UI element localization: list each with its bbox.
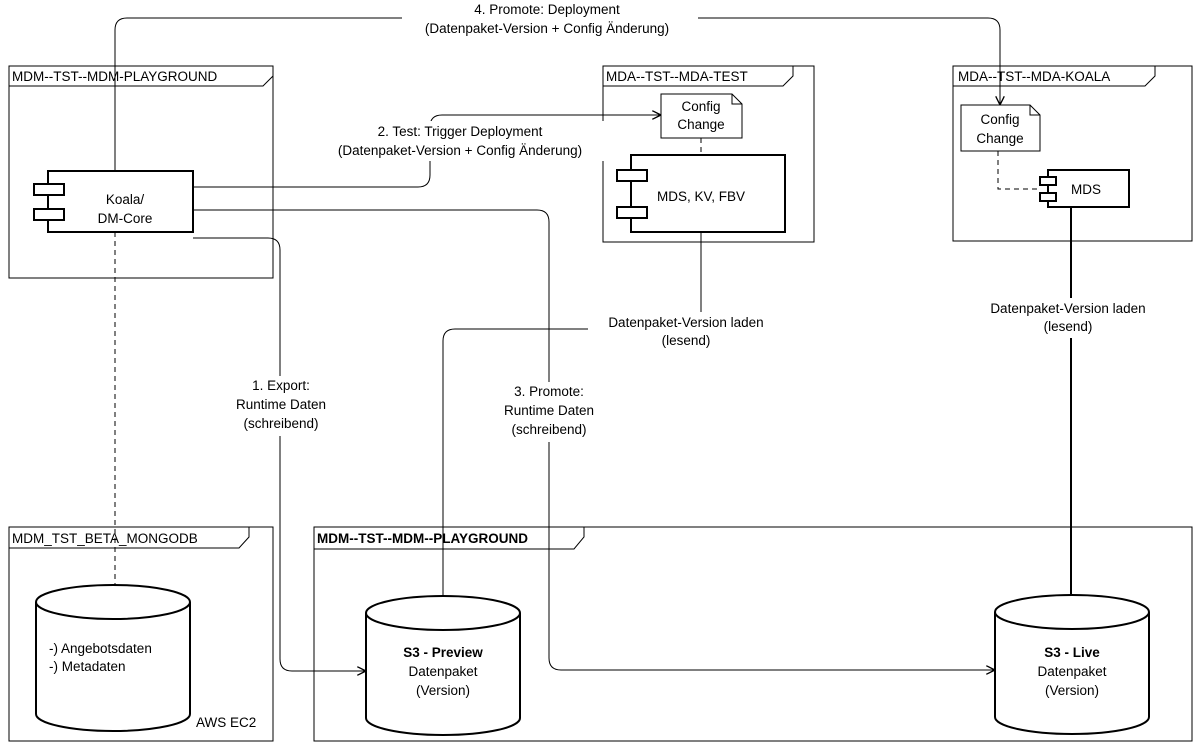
edge-promote-deployment-label-1: 4. Promote: Deployment: [474, 2, 620, 17]
note-config-change-test: Config Change: [660, 93, 743, 155]
edge-export-label-1: 1. Export:: [252, 378, 310, 393]
s3-preview-line-2: (Version): [416, 683, 470, 698]
edge-promote-deployment-label-2: (Datenpaket-Version + Config Änderung): [425, 21, 669, 36]
edge-promote-runtime-label-1: 3. Promote:: [514, 384, 584, 399]
edge-test-trigger-label-1: 2. Test: Trigger Deployment: [378, 124, 543, 139]
component-mds: MDS: [1039, 169, 1130, 208]
component-mds-kv-fbv-label: MDS, KV, FBV: [657, 189, 745, 204]
edge-promote-runtime-label-2: Runtime Daten: [504, 403, 594, 418]
note-config-test-line-1: Config: [681, 99, 720, 114]
component-mds-label: MDS: [1071, 182, 1101, 197]
database-mongodb: -) Angebotsdaten -) Metadaten: [35, 584, 191, 732]
frame-s3-playground-title: MDM--TST--MDM--PLAYGROUND: [317, 531, 528, 546]
component-koala-label-2: DM-Core: [98, 211, 153, 226]
edge-load-koala: Datenpaket-Version laden (lesend): [986, 207, 1156, 612]
edge-promote-deployment: 4. Promote: Deployment (Datenpaket-Versi…: [114, 1, 1000, 171]
s3-preview-line-1: Datenpaket: [408, 664, 477, 679]
edge-promote-runtime-label-3: (schreibend): [511, 422, 586, 437]
s3-live-line-1: Datenpaket: [1037, 664, 1106, 679]
database-s3-preview: S3 - Preview Datenpaket (Version): [365, 595, 521, 736]
edge-load-test: Datenpaket-Version laden (lesend): [443, 232, 782, 613]
frame-mda-koala-title: MDA--TST--MDA-KOALA: [958, 69, 1110, 84]
s3-live-title: S3 - Live: [1044, 645, 1100, 660]
edge-promote-runtime: 3. Promote: Runtime Daten (schreibend): [193, 209, 994, 670]
edge-export-label-3: (schreibend): [243, 416, 318, 431]
component-mds-kv-fbv: MDS, KV, FBV: [616, 154, 786, 233]
component-koala-label-1: Koala/: [106, 192, 145, 207]
edge-load-koala-label-2: (lesend): [1044, 319, 1093, 334]
edge-load-test-label-2: (lesend): [662, 333, 711, 348]
edge-load-test-label-1: Datenpaket-Version laden: [608, 315, 763, 330]
note-config-change-koala: Config Change: [960, 104, 1041, 190]
s3-live-line-2: (Version): [1045, 683, 1099, 698]
note-config-test-line-2: Change: [677, 117, 724, 132]
edge-test-trigger: 2. Test: Trigger Deployment (Datenpaket-…: [193, 115, 660, 188]
edge-load-koala-label-1: Datenpaket-Version laden: [990, 301, 1145, 316]
note-config-koala-line-2: Change: [976, 131, 1023, 146]
frame-mongodb-title: MDM_TST_BETA_MONGODB: [12, 531, 198, 546]
component-koala-dm-core: Koala/ DM-Core: [33, 170, 194, 603]
mongodb-line-1: -) Angebotsdaten: [49, 641, 152, 656]
edge-export: 1. Export: Runtime Daten (schreibend): [193, 237, 365, 671]
note-config-koala-line-1: Config: [980, 112, 1019, 127]
edge-test-trigger-label-2: (Datenpaket-Version + Config Änderung): [338, 143, 582, 158]
frame-mda-koala: MDA--TST--MDA-KOALA: [952, 65, 1193, 242]
database-s3-live: S3 - Live Datenpaket (Version): [994, 594, 1150, 735]
frame-mda-test-title: MDA--TST--MDA-TEST: [606, 69, 748, 84]
mongodb-line-2: -) Metadaten: [49, 659, 126, 674]
edge-export-label-2: Runtime Daten: [236, 397, 326, 412]
s3-preview-title: S3 - Preview: [403, 645, 483, 660]
frame-mongodb-footer: AWS EC2: [196, 715, 256, 730]
